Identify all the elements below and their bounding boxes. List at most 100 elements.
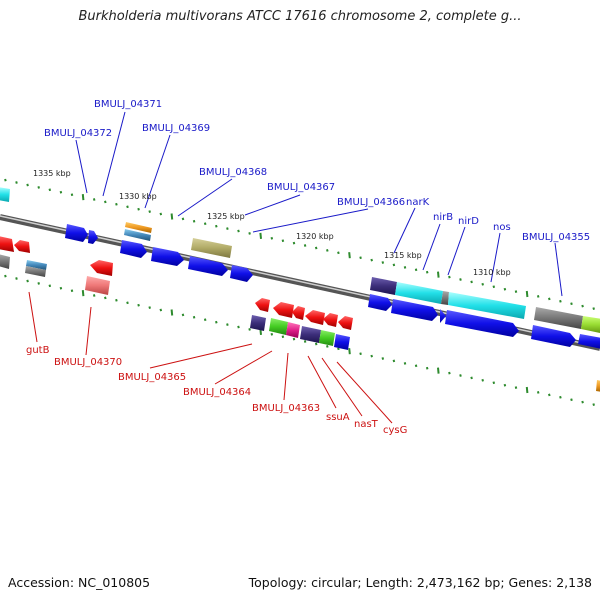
gene-feature[interactable] [440,309,446,323]
gene-feature[interactable] [286,322,300,338]
gene-feature[interactable] [250,315,266,331]
gene-feature[interactable] [0,187,10,202]
gene-label[interactable]: BMULJ_04370 [54,357,122,368]
gene-label[interactable]: BMULJ_04371 [94,99,162,110]
tick-mark [392,359,396,363]
tick-mark [337,251,340,255]
scale-label: 1320 kbp [296,232,334,241]
gene-feature[interactable] [395,282,443,304]
gene-feature[interactable] [273,302,294,318]
gene-label[interactable]: BMULJ_04364 [183,387,251,398]
tick-mark [48,284,52,288]
forward-strand-track [0,187,600,392]
gene-feature[interactable] [188,256,228,276]
tick-mark [15,181,18,184]
gene-label[interactable]: gutB [26,345,50,356]
tick-mark [70,289,74,293]
tick-mark [104,296,107,300]
gene-feature[interactable] [151,247,184,266]
gene-feature[interactable] [26,260,47,270]
gene-feature[interactable] [534,307,583,329]
gene-feature[interactable] [596,380,600,392]
gene-label[interactable]: BMULJ_04368 [199,167,267,178]
gene-feature[interactable] [391,299,438,321]
gene-label[interactable]: BMULJ_04365 [118,372,186,383]
gene-feature[interactable] [230,265,253,282]
gene-label[interactable]: BMULJ_04363 [252,403,320,414]
gene-feature[interactable] [300,326,321,343]
gene-label[interactable]: BMULJ_04366 [337,197,405,208]
tick-mark [126,205,129,209]
gene-feature[interactable] [255,298,270,312]
gene-feature[interactable] [581,316,600,333]
accession-text: Accession: NC_010805 [8,575,151,590]
gene-feature[interactable] [448,292,526,319]
gene-feature[interactable] [0,254,10,269]
forward-leader-lines [75,111,563,297]
gene-label[interactable]: nasT [354,419,379,430]
tick-mark [414,364,418,368]
gene-feature[interactable] [323,313,338,327]
gene-feature[interactable] [124,229,151,241]
tick-mark [59,190,63,194]
gene-feature[interactable] [441,291,449,305]
gene-feature[interactable] [334,334,350,350]
tick-mark [270,236,274,240]
tick-mark [414,268,418,272]
gene-feature[interactable] [125,222,152,233]
gene-feature[interactable] [305,310,325,325]
gene-label[interactable]: nirB [433,212,453,223]
gene-label[interactable]: narK [406,197,430,208]
tick-mark [303,340,307,343]
leader-line [149,343,253,369]
gene-feature[interactable] [85,276,110,295]
gene-label[interactable]: cysG [383,425,407,436]
gene-feature[interactable] [578,334,600,349]
tick-mark [4,274,7,278]
tick-mark [126,301,129,305]
gene-label[interactable]: nos [493,222,511,233]
gene-feature[interactable] [368,294,392,311]
tick-mark [514,386,518,389]
tick-mark [148,210,151,213]
gene-feature[interactable] [319,330,335,346]
gene-label[interactable]: BMULJ_04367 [267,182,335,193]
tick-mark [26,279,29,283]
gene-feature[interactable] [338,316,353,330]
scale-label: 1310 kbp [473,268,511,277]
tick-mark [359,256,362,260]
gene-feature[interactable] [531,325,576,347]
tick-mark [592,307,595,310]
gene-feature[interactable] [370,277,397,295]
tick-mark [448,275,451,279]
tick-mark [448,371,451,375]
gene-feature[interactable] [191,238,232,258]
gene-feature[interactable] [0,236,14,252]
gene-feature[interactable] [269,318,288,335]
scale-label: 1315 kbp [384,251,422,260]
tick-mark [559,395,562,399]
tick-mark [592,403,595,406]
gene-feature[interactable] [14,240,30,253]
scale-label: 1335 kbp [33,169,71,178]
tick-mark [159,212,163,216]
gene-label[interactable]: BMULJ_04372 [44,128,112,139]
tick-mark [437,271,440,278]
gene-feature[interactable] [90,260,113,276]
tick-mark [425,366,429,370]
gene-label[interactable]: ssuA [326,412,350,423]
gene-label[interactable]: BMULJ_04355 [522,232,590,243]
gene-feature[interactable] [25,266,46,277]
leader-line [336,361,393,424]
tick-mark [81,290,85,297]
gene-feature[interactable] [445,310,519,337]
gene-feature[interactable] [292,306,305,320]
gene-feature[interactable] [65,224,88,242]
gene-feature[interactable] [88,230,98,244]
gene-feature[interactable] [120,240,147,258]
gene-label[interactable]: nirD [458,216,479,227]
tick-mark [37,186,40,189]
tick-mark [381,261,385,264]
gene-label[interactable]: BMULJ_04369 [142,123,210,134]
